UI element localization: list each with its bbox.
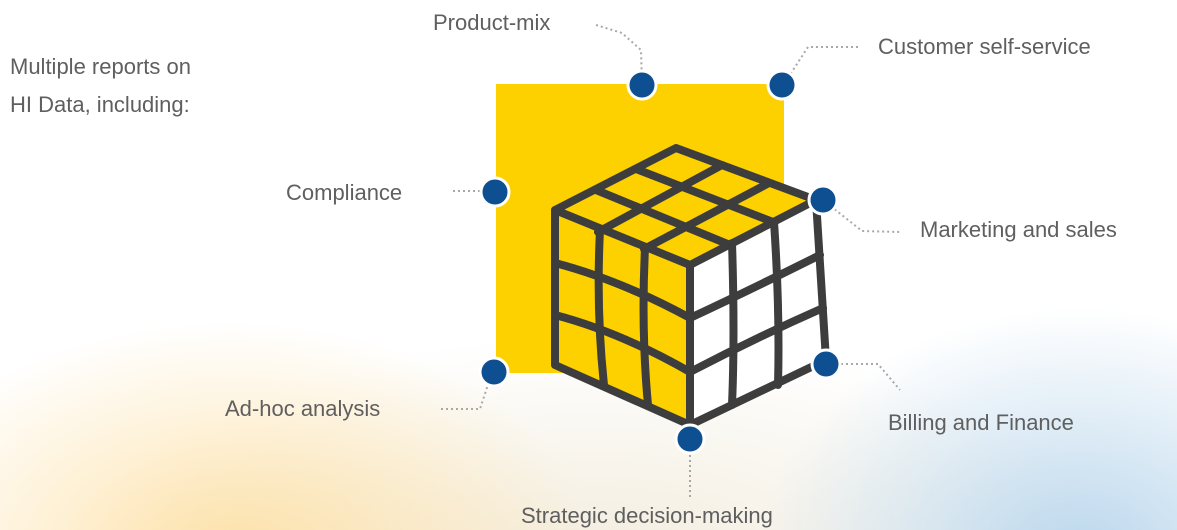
node-ad-hoc-analysis [478, 356, 510, 388]
connector-marketing-and-sales [822, 199, 901, 233]
intro-line-2: HI Data, including: [10, 92, 190, 117]
rubiks-cube-icon [551, 144, 830, 429]
label-strategic-decision-making: Strategic decision-making [521, 503, 773, 528]
node-customer-self-service [766, 69, 798, 101]
label-marketing-and-sales: Marketing and sales [920, 217, 1117, 242]
intro-text: Multiple reports on HI Data, including: [10, 48, 310, 124]
node-strategic-decision-making [674, 423, 706, 455]
node-compliance [479, 176, 511, 208]
label-product-mix: Product-mix [433, 10, 551, 35]
node-product-mix [626, 69, 658, 101]
label-ad-hoc-analysis: Ad-hoc analysis [225, 396, 381, 421]
label-billing-and-finance: Billing and Finance [888, 410, 1074, 435]
label-customer-self-service: Customer self-service [878, 34, 1091, 59]
label-compliance: Compliance [286, 180, 403, 205]
node-marketing-and-sales [807, 184, 839, 216]
node-billing-and-finance [810, 348, 842, 380]
intro-line-1: Multiple reports on [10, 54, 191, 79]
connector-billing-and-finance [826, 363, 901, 391]
connector-customer-self-service [783, 46, 858, 85]
